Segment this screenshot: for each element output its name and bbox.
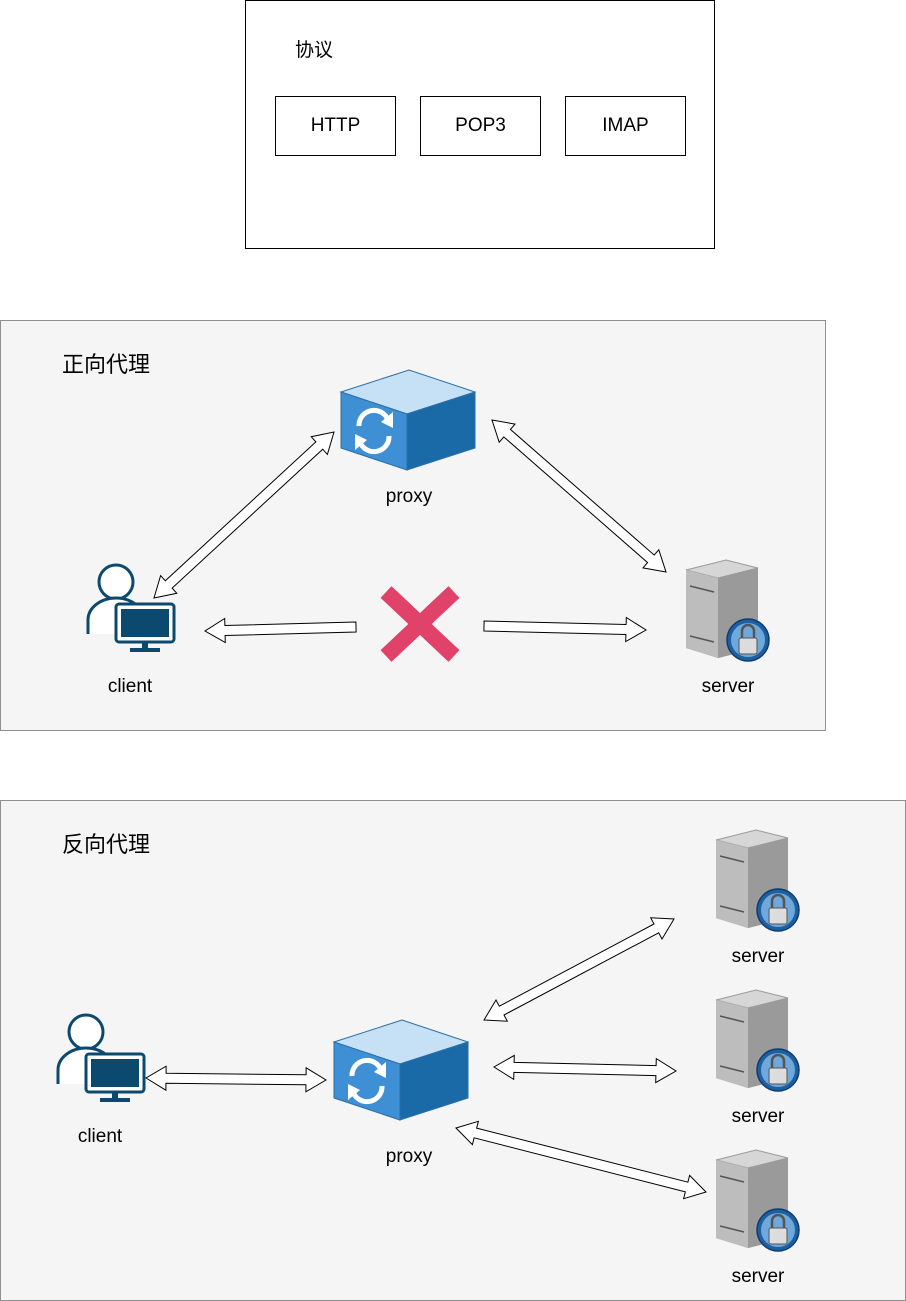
protocol-http: HTTP (275, 96, 396, 156)
forward-proxy-label: proxy (385, 486, 433, 507)
blocked-cross-icon (380, 586, 460, 662)
reverse-server-1-icon (714, 828, 801, 933)
forward-client-label: client (107, 676, 153, 697)
connection-arrows (145, 419, 707, 1200)
arrow-proxy-server (491, 419, 667, 573)
reverse-proxy-label: proxy (385, 1146, 433, 1167)
reverse-proxy-server-icon (334, 1020, 468, 1120)
arrow-proxy-server-1 (483, 917, 675, 1022)
reverse-client-label: client (77, 1126, 123, 1147)
reverse-server-2-label: server (731, 1106, 785, 1127)
arrow-proxy-server-3 (455, 1120, 707, 1200)
arrow-client-proxy (153, 431, 335, 599)
forward-proxy-title: 正向代理 (62, 353, 151, 378)
reverse-server-3-icon (714, 1148, 801, 1253)
arrow-to-client (204, 617, 357, 644)
reverse-server-3-label: server (731, 1266, 785, 1287)
reverse-client-icon (56, 1013, 146, 1104)
forward-server-icon (684, 558, 771, 663)
reverse-server-1-label: server (731, 946, 785, 967)
arrow-client-proxy-reverse (145, 1065, 327, 1093)
reverse-proxy-title: 反向代理 (62, 833, 151, 858)
reverse-server-2-icon (714, 988, 801, 1093)
protocol-imap: IMAP (565, 96, 686, 156)
forward-proxy-server-icon (341, 370, 475, 470)
arrow-proxy-server-2 (493, 1054, 677, 1084)
forward-server-label: server (701, 676, 755, 697)
protocol-pop3: POP3 (420, 96, 541, 156)
arrow-to-server (483, 616, 647, 643)
protocol-group-box: 协议 HTTP POP3 IMAP (245, 0, 715, 249)
protocol-title: 协议 (295, 39, 334, 61)
